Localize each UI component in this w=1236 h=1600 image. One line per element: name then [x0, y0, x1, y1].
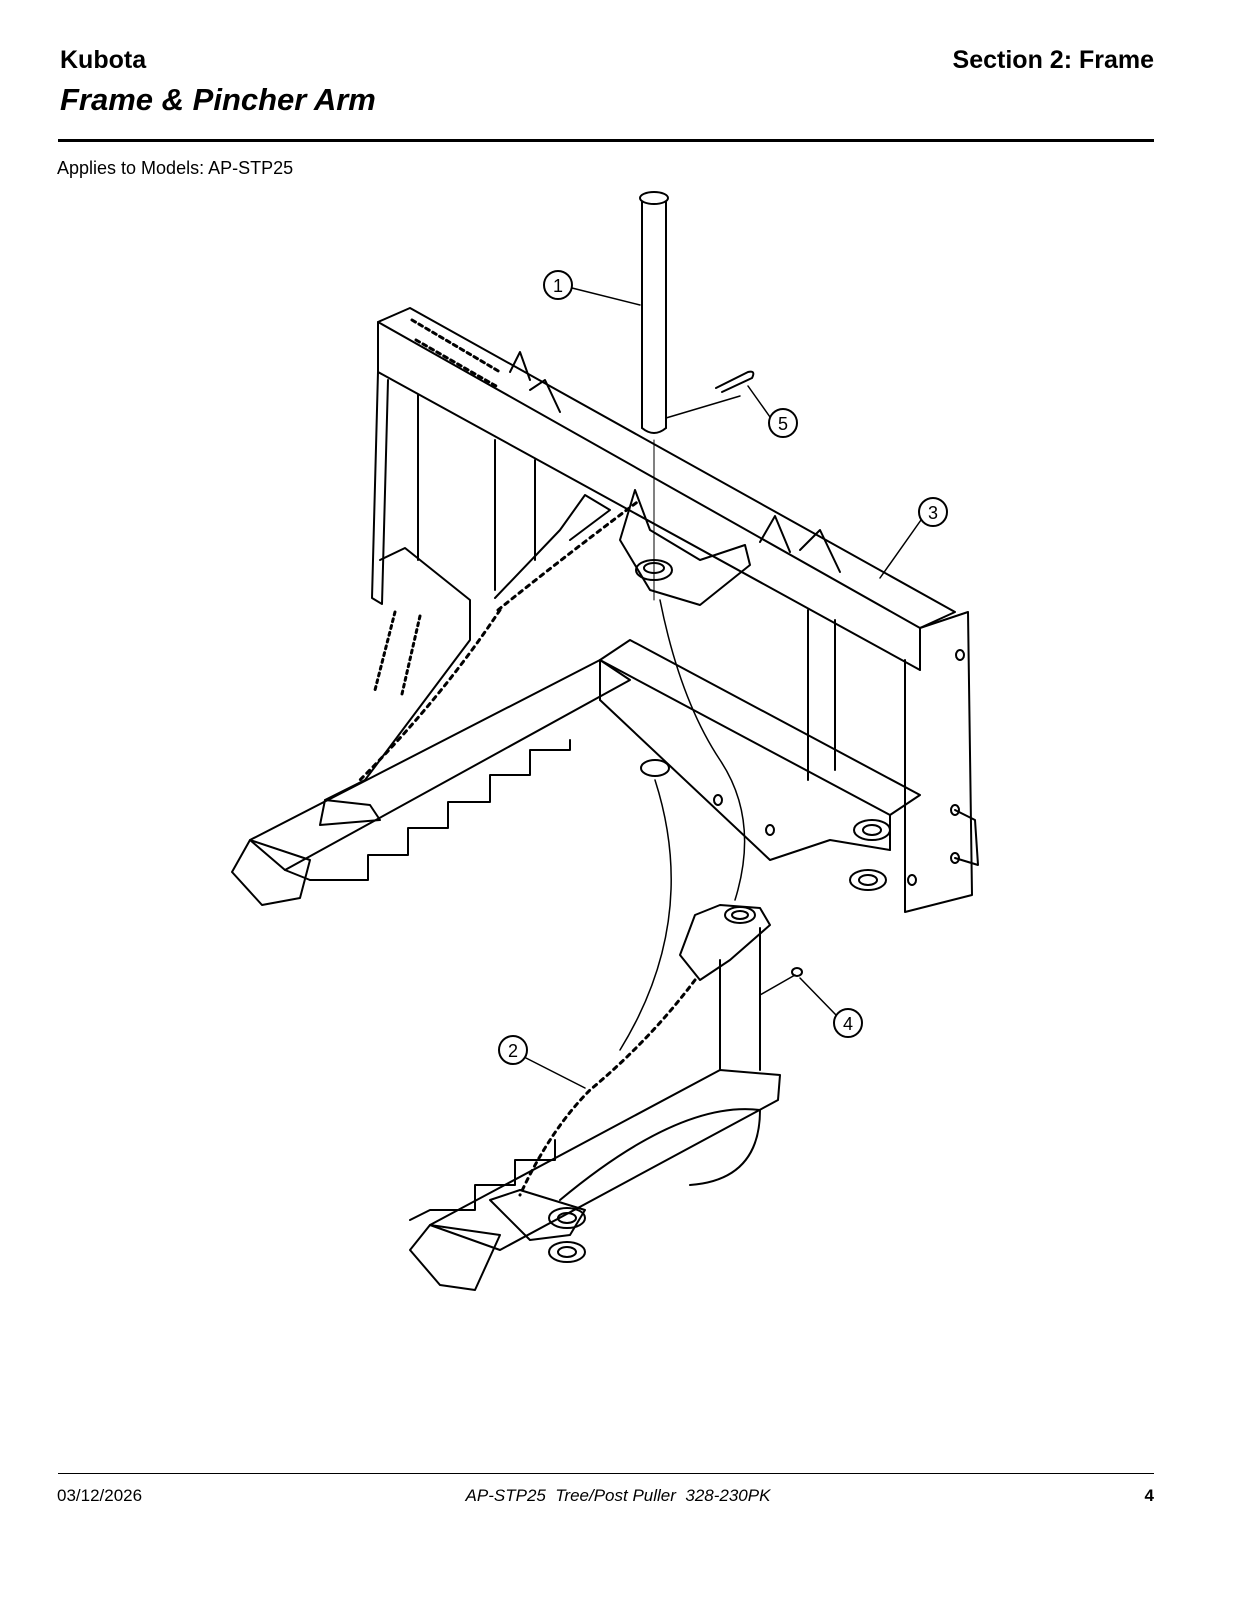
pin-part: [639, 191, 669, 434]
grease-fitting-part: [791, 967, 803, 977]
main-frame-part: [231, 307, 979, 913]
exploded-parts-diagram: 1 5 3 4 2: [231, 191, 979, 1291]
pincher-arm-part: [409, 904, 781, 1291]
page-title: Frame & Pincher Arm: [60, 82, 376, 117]
header-divider: [58, 139, 1154, 142]
callout-2-label: 2: [508, 1041, 518, 1061]
callout-4-label: 4: [843, 1014, 853, 1034]
brand-name: Kubota: [60, 46, 147, 74]
section-title: Section 2: Frame: [952, 46, 1154, 74]
callout-3: 3: [879, 497, 948, 579]
callout-3-label: 3: [928, 503, 938, 523]
callout-4: 4: [759, 974, 863, 1038]
hairpin-clip-part: [715, 370, 755, 393]
callout-1-label: 1: [553, 276, 563, 296]
footer-divider: [58, 1473, 1154, 1474]
callout-5: 5: [665, 385, 798, 438]
callout-2: 2: [498, 1035, 586, 1089]
footer-date: 03/12/2026: [57, 1486, 143, 1505]
callout-1: 1: [543, 270, 641, 306]
footer-document-name: AP-STP25 Tree/Post Puller 328-230PK: [465, 1486, 771, 1505]
applies-to-models: Applies to Models: AP-STP25: [57, 158, 294, 178]
callout-5-label: 5: [778, 414, 788, 434]
page-number: 4: [1144, 1486, 1154, 1505]
